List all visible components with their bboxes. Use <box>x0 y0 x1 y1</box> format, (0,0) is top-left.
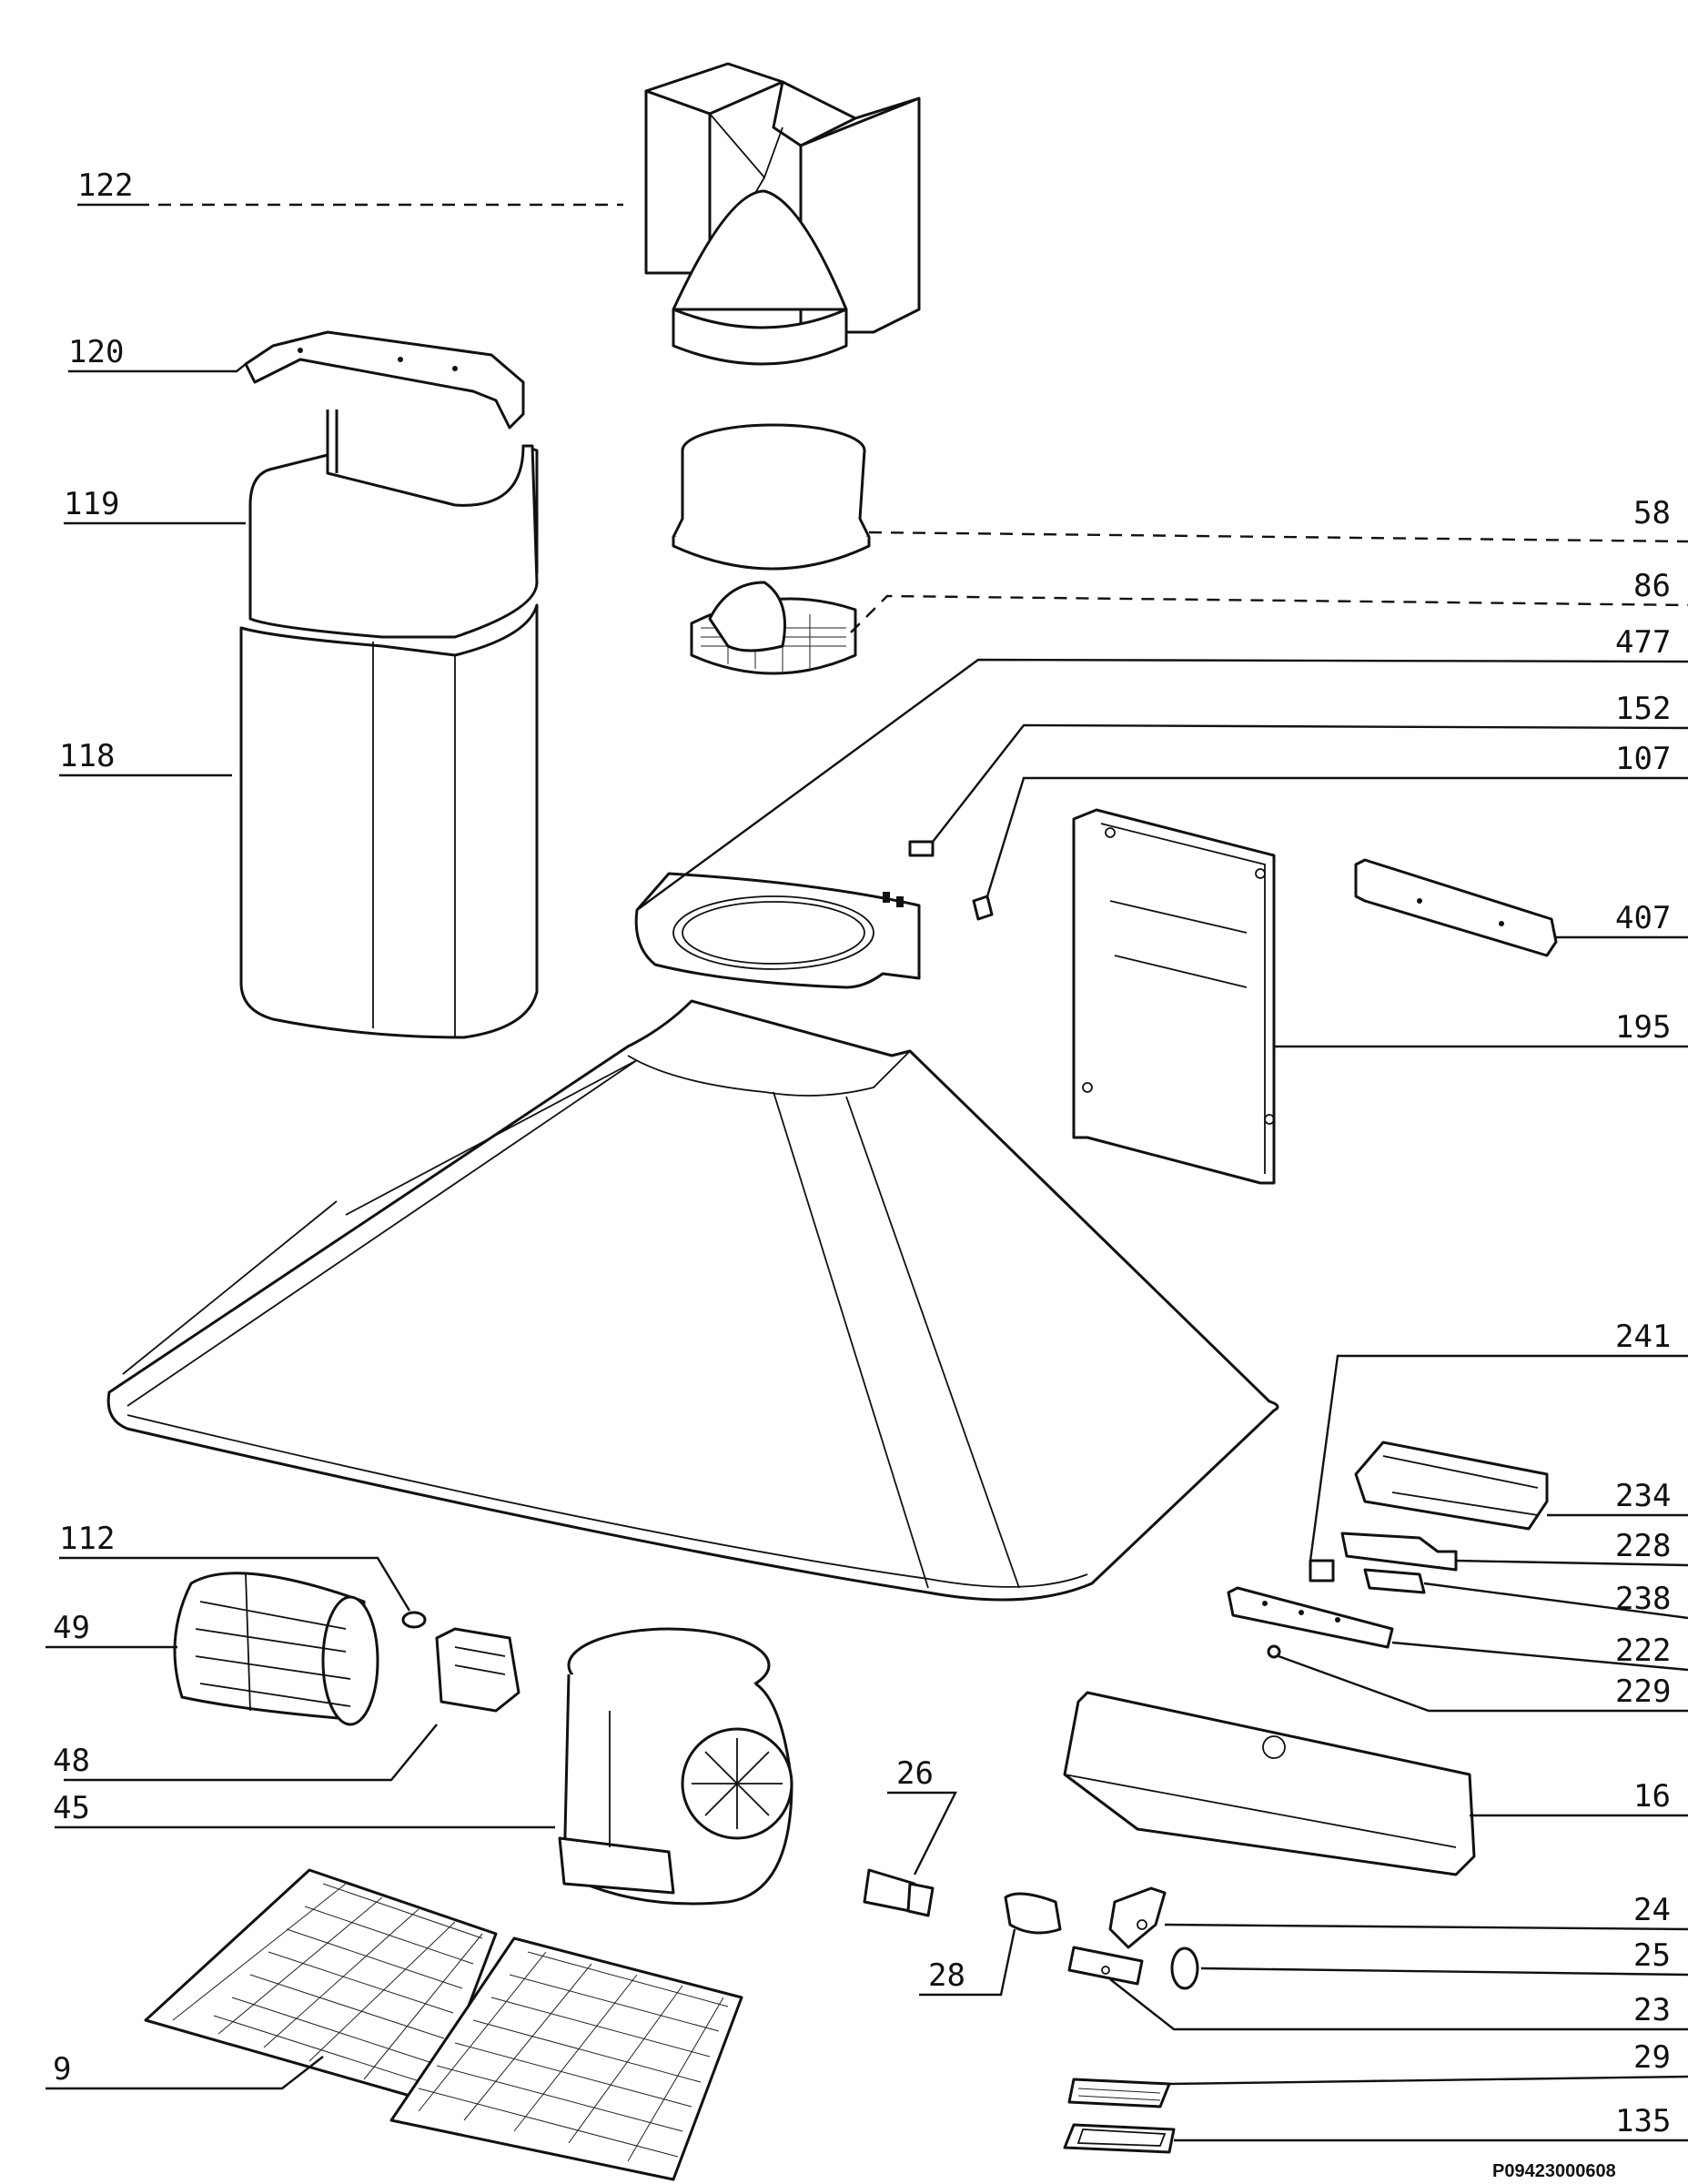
label-407: 407 <box>1615 900 1671 936</box>
label-107: 107 <box>1615 741 1671 777</box>
part-229-indicator <box>1267 1644 1281 1659</box>
label-234: 234 <box>1615 1478 1671 1514</box>
part-222-panel <box>1227 1586 1394 1649</box>
label-119: 119 <box>64 486 119 522</box>
part-58-collar <box>672 423 871 571</box>
label-86: 86 <box>1633 568 1671 604</box>
label-238: 238 <box>1615 1581 1671 1617</box>
label-120: 120 <box>68 334 124 370</box>
label-118: 118 <box>59 738 115 774</box>
part-234-control-box <box>1354 1441 1549 1531</box>
label-152: 152 <box>1615 691 1671 727</box>
label-23: 23 <box>1633 1992 1671 2028</box>
part-16-light-tray <box>1063 1691 1476 1876</box>
part-241-button <box>1309 1559 1335 1582</box>
label-228: 228 <box>1615 1528 1671 1564</box>
drawing-code: P09423000608 <box>1492 2161 1616 2181</box>
label-49: 49 <box>53 1610 90 1646</box>
label-122: 122 <box>77 167 133 204</box>
leader-lines <box>45 203 1689 2142</box>
part-25-glass <box>1170 1946 1199 1990</box>
part-120-bracket <box>244 330 525 430</box>
label-16: 16 <box>1633 1778 1671 1815</box>
part-238-switch <box>1363 1568 1426 1594</box>
part-119-upper-chimney <box>248 410 539 639</box>
label-241: 241 <box>1615 1319 1671 1355</box>
label-135: 135 <box>1615 2103 1671 2139</box>
part-112-cap <box>401 1611 427 1629</box>
label-222: 222 <box>1615 1633 1671 1669</box>
part-122-duct-adapter <box>644 62 921 366</box>
label-195: 195 <box>1615 1009 1671 1046</box>
part-228-switch <box>1340 1532 1458 1572</box>
part-23-lamp-cover <box>1067 1946 1144 1986</box>
label-26: 26 <box>896 1755 934 1792</box>
part-86-damper <box>690 581 857 675</box>
label-24: 24 <box>1633 1892 1671 1928</box>
part-24-clip <box>1108 1886 1167 1949</box>
label-29: 29 <box>1633 2039 1671 2076</box>
label-229: 229 <box>1615 1673 1671 1710</box>
label-112: 112 <box>59 1521 115 1557</box>
part-195-back-panel <box>1072 808 1276 1185</box>
label-48: 48 <box>53 1743 90 1779</box>
part-477-flange <box>634 872 921 989</box>
part-9-grease-filter-right <box>389 1936 743 2181</box>
part-26-lamp-holder <box>863 1868 935 1917</box>
part-49-fan-wheel <box>173 1572 379 1726</box>
part-hood-canopy <box>106 999 1279 1602</box>
part-118-lower-chimney <box>239 603 539 1039</box>
label-28: 28 <box>928 1957 965 1994</box>
label-9: 9 <box>53 2051 71 2088</box>
part-29-filter-pad <box>1067 2078 1171 2108</box>
label-45: 45 <box>53 1790 90 1826</box>
part-107-clip <box>972 895 994 921</box>
part-28-lamp <box>1004 1892 1062 1935</box>
label-25: 25 <box>1633 1937 1671 1974</box>
part-135-frame <box>1063 2123 1176 2154</box>
part-152-clip <box>908 840 935 857</box>
part-45-blower <box>558 1627 793 1906</box>
part-48-capacitor <box>435 1627 520 1713</box>
label-477: 477 <box>1615 624 1671 661</box>
label-58: 58 <box>1633 495 1671 531</box>
part-407-bracket <box>1354 858 1558 957</box>
